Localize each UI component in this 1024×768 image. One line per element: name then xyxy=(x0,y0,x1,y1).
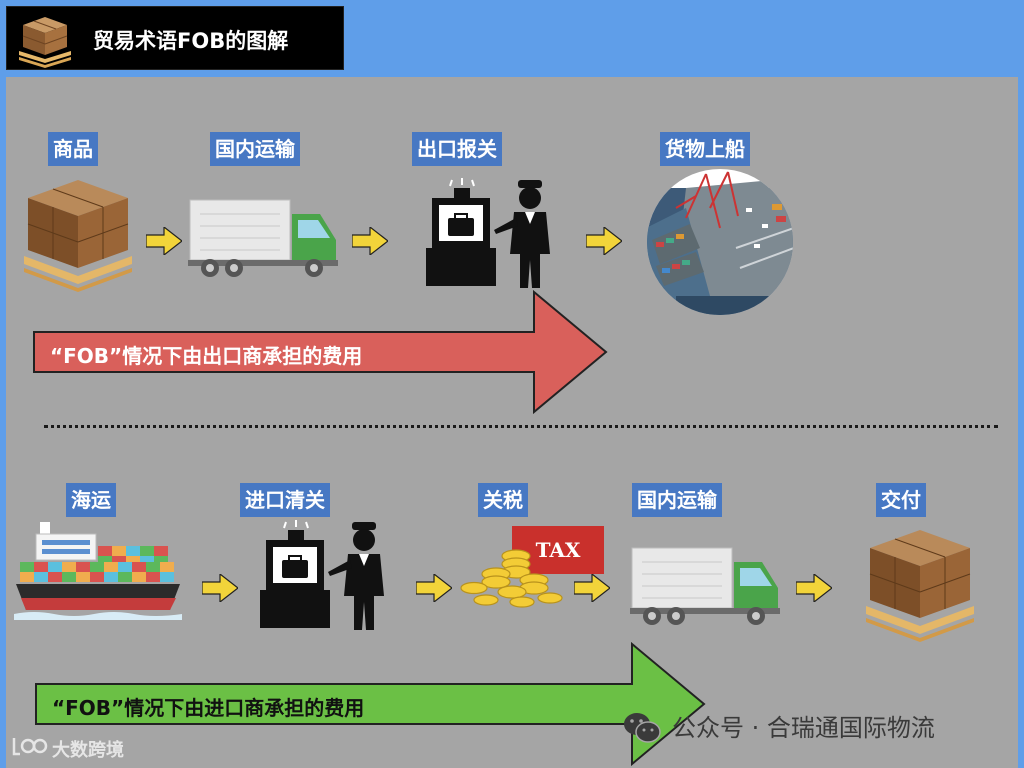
step-label-domestic-transport: 国内运输 xyxy=(210,132,300,166)
step-label-loading: 货物上船 xyxy=(660,132,750,166)
container-ship-icon xyxy=(14,522,182,620)
watermark-right: 公众号 · 合瑞通国际物流 xyxy=(672,714,935,742)
step-label-goods: 商品 xyxy=(48,132,98,166)
import-cost-arrow xyxy=(35,642,706,766)
step-label-domestic-transport-2: 国内运输 xyxy=(632,483,722,517)
wechat-icon xyxy=(624,713,661,743)
header-bar: 贸易术语FOB的图解 xyxy=(6,6,344,70)
coins-icon xyxy=(460,549,563,608)
step-arrow-1 xyxy=(146,227,182,255)
step-arrow-5 xyxy=(416,574,452,602)
step-arrow-4 xyxy=(202,574,238,602)
step-label-import-clearance: 进口清关 xyxy=(240,483,330,517)
page-title: 贸易术语FOB的图解 xyxy=(93,29,289,53)
step-arrow-2 xyxy=(352,227,388,255)
step-label-delivery: 交付 xyxy=(876,483,926,517)
section-divider xyxy=(44,425,998,428)
import-cost-label: “FOB”情况下由进口商承担的费用 xyxy=(52,696,365,720)
watermark-logo-icon xyxy=(12,738,48,756)
diagram-panel xyxy=(6,77,1018,768)
step-label-export-declaration: 出口报关 xyxy=(412,132,502,166)
step-arrow-3 xyxy=(586,227,622,255)
export-cost-arrow xyxy=(33,290,608,414)
customs-officer-icon xyxy=(426,178,550,288)
port-ship-icon xyxy=(647,169,793,315)
customs-officer-icon xyxy=(260,520,384,630)
export-cost-label: “FOB”情况下由出口商承担的费用 xyxy=(50,344,363,368)
goods-boxes-icon xyxy=(866,530,974,642)
step-arrow-6 xyxy=(574,574,610,602)
step-label-tariff: 关税 xyxy=(478,483,528,517)
step-label-ocean-shipping: 海运 xyxy=(66,483,116,517)
goods-boxes-icon xyxy=(24,180,132,292)
step-arrow-7 xyxy=(796,574,832,602)
truck-icon xyxy=(630,547,780,625)
cargo-box-icon xyxy=(19,17,71,68)
truck-icon xyxy=(188,199,338,277)
watermark-left: 大数跨境 xyxy=(52,740,124,761)
